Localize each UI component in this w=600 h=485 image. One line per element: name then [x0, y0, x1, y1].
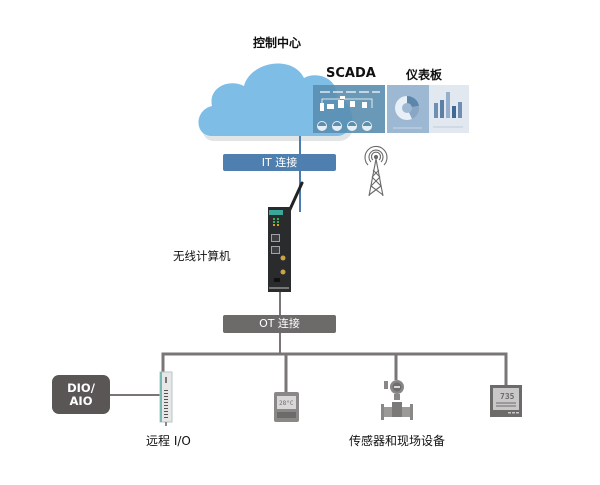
- control-center-title: 控制中心: [253, 36, 302, 50]
- it-connection-badge: IT 连接: [223, 154, 336, 171]
- scada-label: SCADA: [326, 66, 376, 81]
- dashboard-label: 仪表板: [406, 68, 443, 82]
- field-bus-line: [161, 352, 508, 385]
- wireless-computer-icon: [268, 181, 304, 292]
- ot-connection-badge: OT 连接: [223, 315, 336, 333]
- thermostat-icon: [274, 392, 299, 422]
- remote-io-label: 远程 I/O: [146, 434, 191, 448]
- dio-label: DIO/: [67, 380, 95, 395]
- field-devices-label: 传感器和现场设备: [349, 434, 446, 448]
- dio-aio-box: DIO/ AIO: [52, 375, 110, 414]
- thermostat-reading: 28°C: [279, 400, 294, 407]
- dashboard-panel-icon: [387, 85, 469, 133]
- scada-panel-icon: [313, 85, 385, 133]
- meter-reading: 735: [500, 392, 515, 401]
- radio-tower-icon: [364, 145, 388, 197]
- aio-label: AIO: [69, 393, 93, 408]
- remote-io-icon: [159, 371, 173, 426]
- panel-meter-icon: [490, 385, 522, 417]
- flow-meter-icon: [381, 380, 413, 420]
- wireless-computer-label: 无线计算机: [173, 249, 231, 263]
